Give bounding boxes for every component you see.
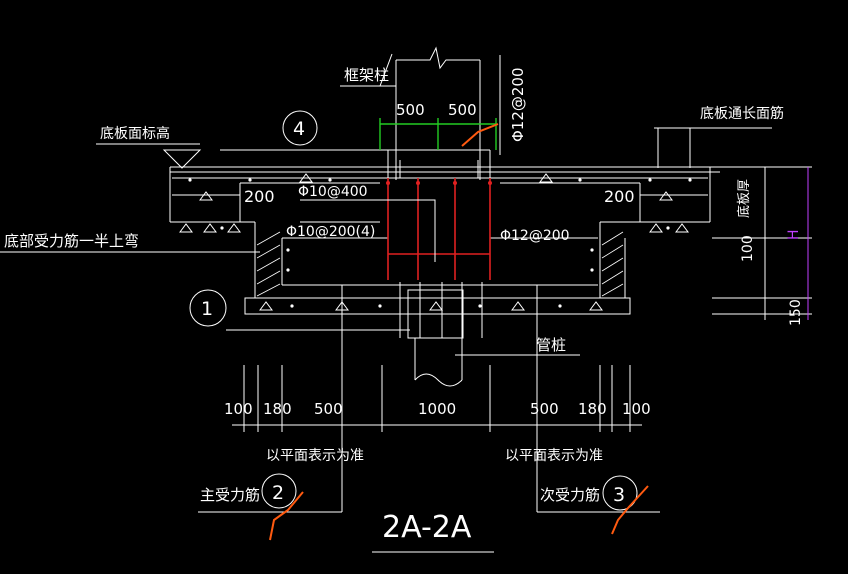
callout-3: [602, 475, 638, 511]
dim-bottom-2: 180: [263, 400, 292, 418]
bottom-dimension: [232, 365, 642, 432]
concrete-aggregate: [179, 173, 692, 311]
callout-4-text: 4: [293, 118, 305, 140]
dim-h: H: [786, 229, 802, 240]
label-rebar-phi10-400: Φ10@400: [298, 184, 368, 200]
right-dimension: [712, 166, 812, 320]
label-rebar-phi12-side: Φ12@200: [500, 228, 570, 244]
wall-hatching: [256, 231, 624, 297]
label-bottom-rebar-half-up: 底部受力筋一半上弯: [4, 232, 139, 250]
dim-right-150: 150: [788, 299, 804, 326]
dim-bottom-1: 100: [224, 400, 253, 418]
label-secondary-rebar: 次受力筋: [540, 486, 600, 504]
label-per-plan-right: 以平面表示为准: [505, 448, 603, 464]
dim-bottom-7: 100: [622, 400, 651, 418]
column-rebar-cage: [386, 178, 492, 280]
label-main-rebar: 主受力筋: [200, 486, 260, 504]
bottom-slab-outline: [169, 149, 720, 315]
label-rebar-phi12-top: Φ12@200: [509, 67, 527, 142]
callout-2: [261, 473, 297, 509]
drawing-title: 2A-2A: [382, 510, 472, 545]
label-slab-top-rebar: 底板通长面筋: [700, 105, 784, 122]
label-per-plan-left: 以平面表示为准: [266, 448, 364, 464]
label-pipe-pile: 管桩: [536, 336, 566, 354]
dim-top-left: 500: [396, 101, 425, 119]
label-rebar-phi10-200-4: Φ10@200(4): [286, 224, 375, 240]
frame-column: [387, 46, 491, 280]
dim-ledge-left: 200: [244, 187, 275, 206]
callout-2-text: 2: [272, 482, 284, 504]
stirrup-lines: [300, 160, 479, 262]
dim-bottom-6: 180: [578, 400, 607, 418]
dim-bottom-5: 500: [530, 400, 559, 418]
dim-top-right: 500: [448, 101, 477, 119]
callout-3-text: 3: [613, 484, 625, 506]
label-slab-top-elevation: 底板面标高: [100, 125, 170, 142]
callout-4: [282, 110, 318, 146]
label-slab-thickness: 底板厚: [736, 179, 752, 218]
top-dimension: [379, 118, 497, 150]
dim-bottom-4: 1000: [418, 400, 456, 418]
dim-bottom-3: 500: [314, 400, 343, 418]
callout-1: [189, 289, 227, 327]
dim-ledge-right: 200: [604, 187, 635, 206]
dim-right-100: 100: [740, 235, 756, 262]
label-frame-column: 框架柱: [344, 66, 389, 84]
callout-1-text: 1: [201, 298, 213, 320]
pipe-pile: [399, 282, 483, 387]
